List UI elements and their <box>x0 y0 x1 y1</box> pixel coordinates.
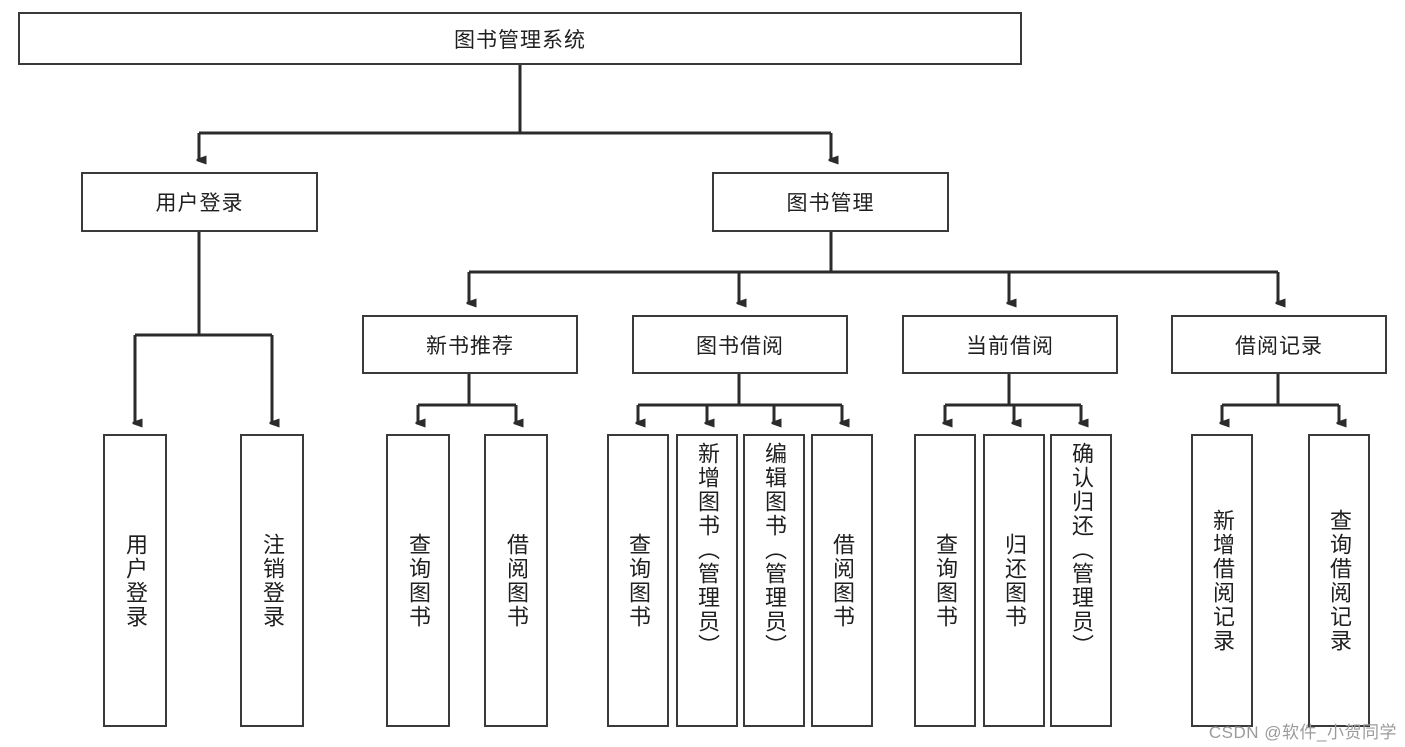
node-leaf-return-books[interactable]: 归还图书 <box>983 434 1045 727</box>
node-label: 查询图书 <box>933 532 958 629</box>
node-leaf-edit-book-admin[interactable]: 编辑图书（管理员） <box>743 434 805 727</box>
node-leaf-add-borrow-record[interactable]: 新增借阅记录 <box>1191 434 1253 727</box>
node-leaf-add-book-admin[interactable]: 新增图书（管理员） <box>676 434 738 727</box>
node-label: 借阅图书 <box>504 532 529 629</box>
node-label: 用户登录 <box>123 532 148 629</box>
node-label: 用户登录 <box>155 192 244 215</box>
node-label: 查询图书 <box>626 532 651 629</box>
node-label: 图书管理 <box>786 192 875 215</box>
node-leaf-query-books-borrow[interactable]: 查询图书 <box>607 434 669 727</box>
node-leaf-user-login[interactable]: 用户登录 <box>103 434 167 727</box>
node-new-book-recommend[interactable]: 新书推荐 <box>362 315 578 374</box>
node-user-login[interactable]: 用户登录 <box>81 172 318 232</box>
node-leaf-confirm-return-admin[interactable]: 确认归还（管理员） <box>1050 434 1112 727</box>
node-label: 查询图书 <box>406 532 431 629</box>
node-label: 新增图书（管理员） <box>695 442 720 658</box>
node-label: 借阅记录 <box>1235 334 1323 358</box>
node-borrow-records[interactable]: 借阅记录 <box>1171 315 1387 374</box>
node-label: 当前借阅 <box>966 334 1054 358</box>
watermark: CSDN @软件_小贺同学 <box>1208 723 1397 742</box>
node-label: 确认归还（管理员） <box>1069 442 1094 658</box>
node-current-borrow[interactable]: 当前借阅 <box>902 315 1118 374</box>
node-label: 编辑图书（管理员） <box>762 442 787 658</box>
node-leaf-query-books-current[interactable]: 查询图书 <box>914 434 976 727</box>
node-label: 注销登录 <box>260 532 285 629</box>
node-label: 查询借阅记录 <box>1327 508 1352 653</box>
node-label: 图书管理系统 <box>454 28 586 52</box>
node-root-book-management-system[interactable]: 图书管理系统 <box>18 12 1022 65</box>
node-book-management[interactable]: 图书管理 <box>712 172 949 232</box>
node-leaf-borrow-books[interactable]: 借阅图书 <box>811 434 873 727</box>
node-label: 新增借阅记录 <box>1210 508 1235 653</box>
node-label: 图书借阅 <box>696 334 784 358</box>
node-book-borrow[interactable]: 图书借阅 <box>632 315 848 374</box>
node-leaf-query-borrow-record[interactable]: 查询借阅记录 <box>1308 434 1370 727</box>
node-leaf-query-books-recommend[interactable]: 查询图书 <box>386 434 450 727</box>
node-label: 新书推荐 <box>426 334 514 358</box>
node-leaf-borrow-books-recommend[interactable]: 借阅图书 <box>484 434 548 727</box>
node-label: 归还图书 <box>1002 532 1027 629</box>
node-label: 借阅图书 <box>830 532 855 629</box>
node-leaf-logout[interactable]: 注销登录 <box>240 434 304 727</box>
